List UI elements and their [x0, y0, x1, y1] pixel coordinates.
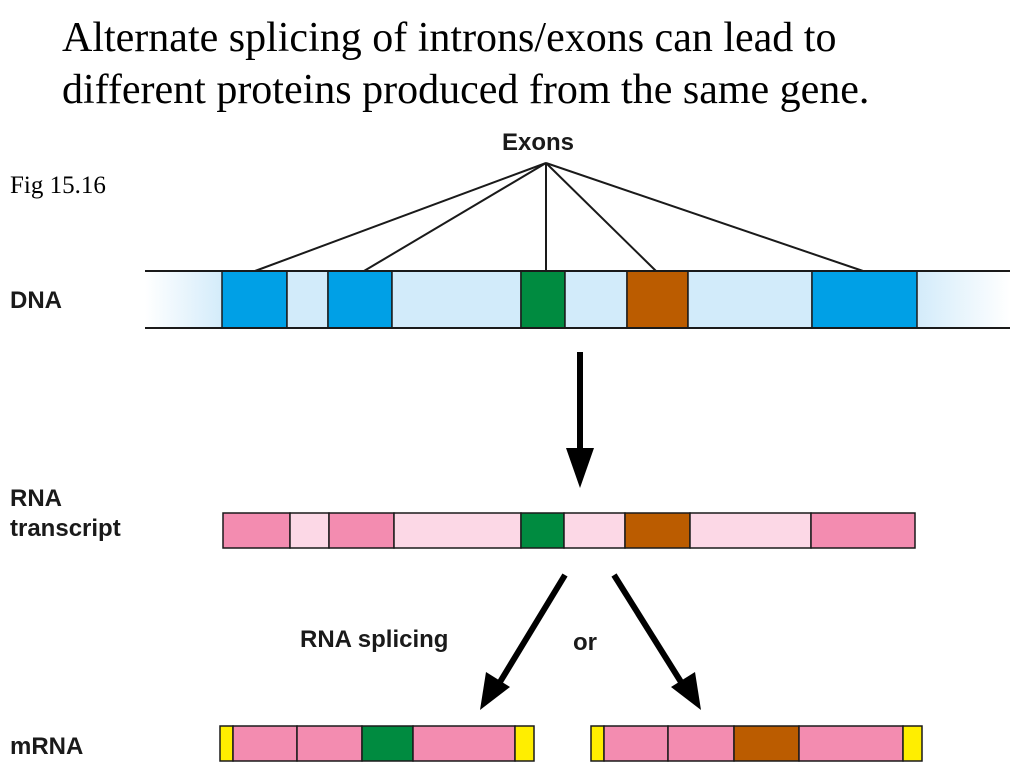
splicing-arrow-left-head	[480, 672, 510, 710]
rna-intron	[393, 512, 522, 549]
rna-transcript-strand	[222, 512, 916, 549]
dna-intron	[391, 270, 522, 329]
rna-exon	[520, 512, 565, 549]
dna-exon	[327, 270, 393, 329]
dna-intron	[286, 270, 329, 329]
dna-label: DNA	[10, 287, 62, 314]
dna-fade-left	[145, 271, 225, 328]
mrna-exon	[733, 725, 800, 762]
exon-pointer-line	[254, 162, 547, 272]
rna-intron	[289, 512, 330, 549]
exons-label: Exons	[502, 129, 575, 156]
splicing-arrow-left-shaft	[497, 573, 568, 684]
mrna-exon	[603, 725, 669, 762]
figure-reference: Fig 15.16	[10, 172, 106, 199]
rna-intron	[563, 512, 626, 549]
rna-transcript-label: RNA transcript	[10, 484, 121, 544]
rna-exon	[810, 512, 916, 549]
title-line-2: different proteins produced from the sam…	[62, 67, 870, 113]
mrna-exon	[232, 725, 298, 762]
mrna-exon	[667, 725, 735, 762]
transcription-arrow-head	[566, 448, 594, 488]
rna-splicing-label: RNA splicing	[300, 626, 449, 653]
rna-transcript-label-line-2: transcript	[10, 515, 121, 542]
splicing-arrow-right-head	[671, 672, 701, 710]
mrna-tail	[902, 725, 923, 762]
or-label: or	[573, 629, 597, 656]
rna-intron	[689, 512, 812, 549]
dna-intron	[687, 270, 813, 329]
mrna-cap	[219, 725, 234, 762]
rna-exon	[624, 512, 691, 549]
splicing-arrow-right-shaft	[611, 573, 684, 684]
mrna-variant-1	[219, 725, 535, 762]
exon-pointer-line	[545, 162, 657, 272]
rna-exon	[328, 512, 395, 549]
rna-transcript-label-line-1: RNA	[10, 485, 62, 512]
dna-fade-right	[915, 271, 1010, 328]
exon-pointer-line	[363, 162, 547, 272]
mrna-exon	[412, 725, 516, 762]
slide-title: Alternate splicing of introns/exons can …	[62, 12, 1012, 116]
rna-exon	[222, 512, 291, 549]
mrna-cap	[590, 725, 605, 762]
dna-exon	[811, 270, 918, 329]
mrna-tail	[514, 725, 535, 762]
process-arrows	[480, 352, 701, 710]
dna-intron	[564, 270, 628, 329]
exon-pointer-line	[545, 162, 864, 272]
dna-exon	[626, 270, 689, 329]
mrna-exon	[361, 725, 414, 762]
exon-pointer-lines	[254, 162, 864, 272]
mrna-exon	[798, 725, 904, 762]
title-line-1: Alternate splicing of introns/exons can …	[62, 15, 837, 61]
mrna-variant-2	[590, 725, 923, 762]
mrna-exon	[296, 725, 363, 762]
mrna-label: mRNA	[10, 733, 84, 760]
dna-strand	[145, 270, 1010, 329]
dna-exon	[520, 270, 566, 329]
dna-exon	[221, 270, 288, 329]
